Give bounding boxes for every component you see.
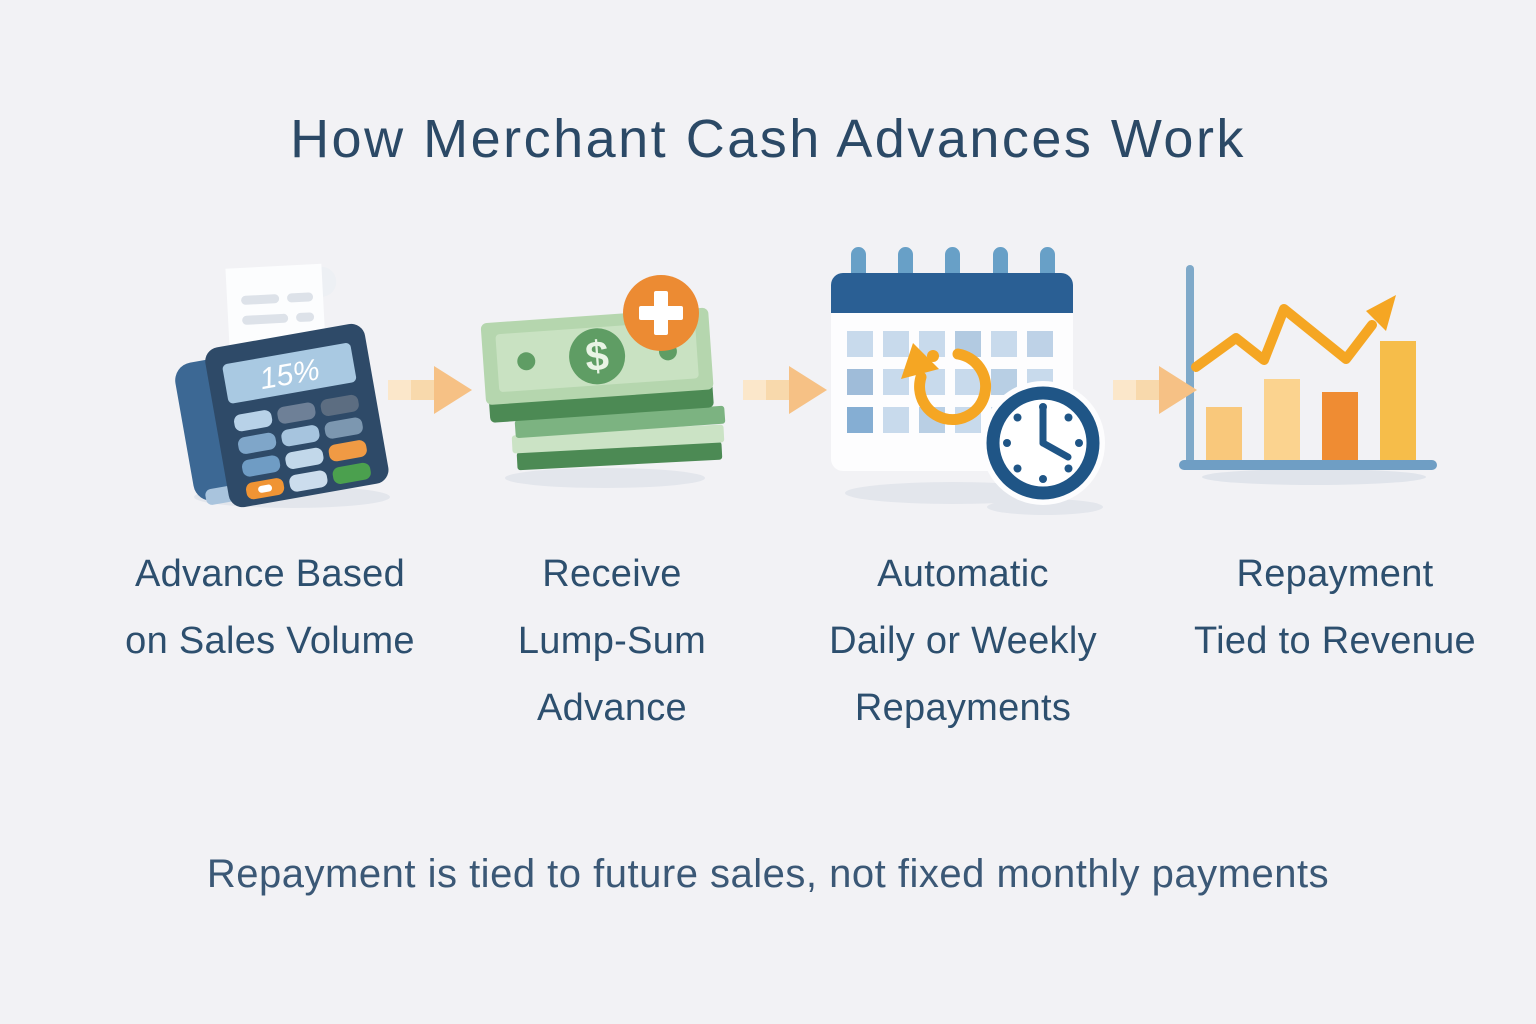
step-label-automatic-repayments: Automatic Daily or Weekly Repayments <box>773 541 1153 742</box>
bill-stack <box>511 405 726 470</box>
step-advance-based-on-sales: 15% <box>80 245 460 675</box>
chart-bars <box>1206 341 1416 460</box>
flow-arrow-icon <box>1113 362 1197 423</box>
label-line: Tied to Revenue <box>1194 620 1476 662</box>
plus-badge-icon <box>623 274 699 351</box>
step-label-advance-based: Advance Based on Sales Volume <box>80 541 460 675</box>
flow-arrow-icon <box>743 362 827 423</box>
flow-arrow-icon <box>388 362 472 423</box>
refresh-arrow-icon <box>901 342 992 425</box>
label-line: Advance <box>537 687 687 729</box>
clock-icon <box>981 380 1105 505</box>
step-label-lump-sum: Receive Lump-Sum Advance <box>422 541 802 742</box>
chart-axes <box>1179 265 1437 470</box>
step-label-tied-to-revenue: Repayment Tied to Revenue <box>1145 541 1525 675</box>
label-line: Automatic <box>877 553 1049 595</box>
terminal-keypad <box>234 394 371 500</box>
step-automatic-repayments: Automatic Daily or Weekly Repayments <box>773 245 1153 742</box>
step-repayment-tied-to-revenue: Repayment Tied to Revenue <box>1145 245 1525 675</box>
calendar-icon-box <box>773 245 1153 517</box>
label-line: Repayments <box>854 687 1072 729</box>
dollar-circle <box>569 327 626 384</box>
label-line: on Sales Volume <box>125 620 415 662</box>
caption: Repayment is tied to future sales, not f… <box>206 852 1330 896</box>
icon-shadow <box>505 467 705 488</box>
clock-shadow <box>987 498 1103 515</box>
icon-shadow <box>1202 469 1426 485</box>
chart-icon-box <box>1145 245 1525 517</box>
calendar-header <box>831 272 1073 313</box>
pos-terminal-icon: 15% <box>175 263 390 508</box>
trend-line-icon <box>1191 295 1396 372</box>
label-line: Lump-Sum <box>517 620 707 662</box>
label-line: Receive <box>542 553 682 595</box>
calendar-clock-icon <box>831 246 1105 515</box>
dollar-sign: $ <box>584 331 611 380</box>
label-line: Repayment <box>1236 553 1434 595</box>
label-line: Daily or Weekly <box>829 620 1097 662</box>
page-title: How Merchant Cash Advances Work <box>290 109 1246 170</box>
clock-hands <box>1039 404 1072 460</box>
pos-terminal-icon-box: 15% <box>80 245 460 517</box>
cash-stack-plus-icon: $ <box>480 274 726 488</box>
label-line: Advance Based <box>134 553 406 595</box>
terminal-body: 15% <box>205 323 389 508</box>
revenue-chart-icon <box>1179 265 1437 485</box>
terminal-screen <box>222 342 357 404</box>
step-receive-lump-sum: $ Receive Lump-Sum Advance <box>422 245 802 742</box>
cash-stack-icon-box: $ <box>422 245 802 517</box>
